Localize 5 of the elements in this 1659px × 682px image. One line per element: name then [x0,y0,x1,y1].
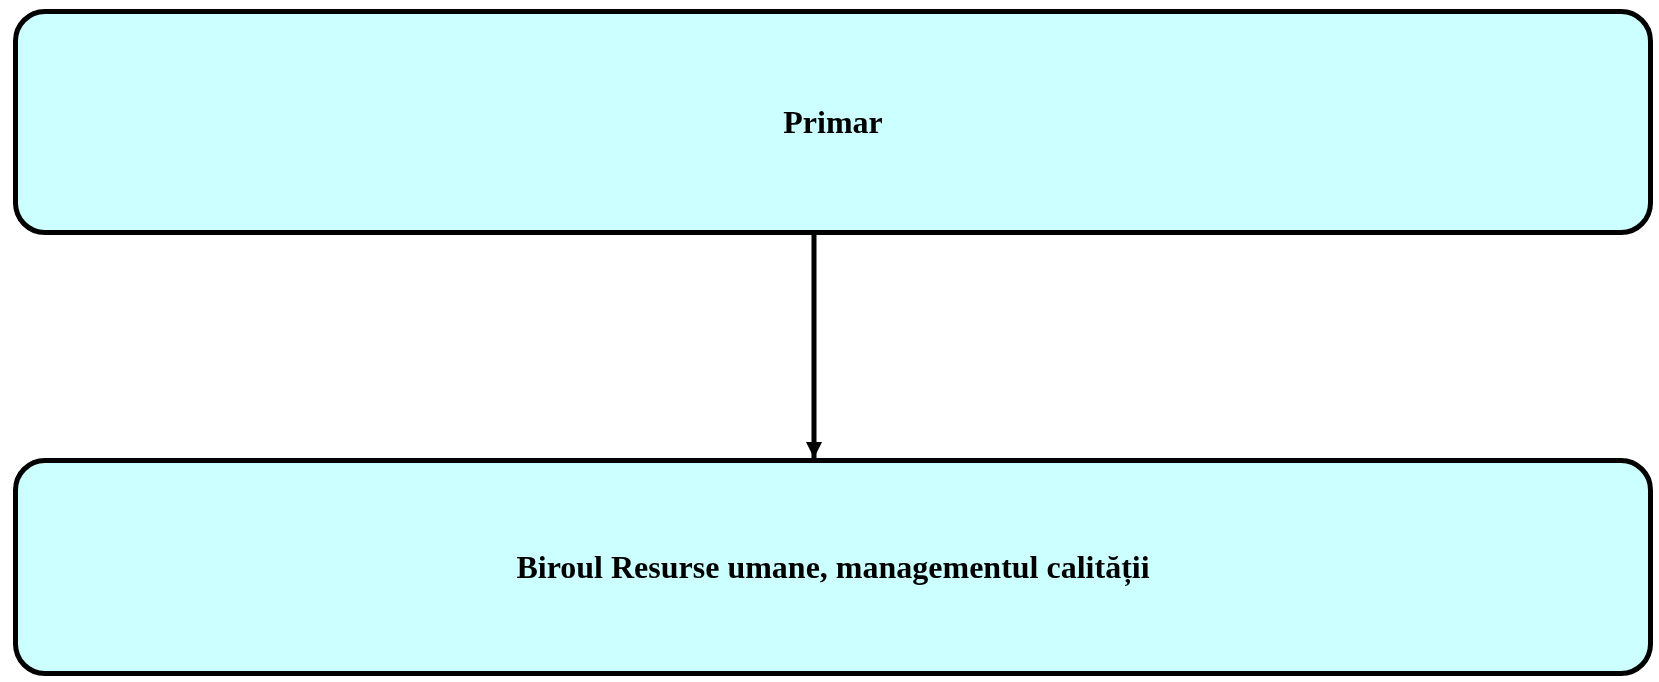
box-label: Biroul Resurse umane, managementul calității [516,548,1150,588]
process-box [13,458,1653,676]
arrow [806,235,822,458]
box-label: Primar [783,103,883,142]
process-box [13,9,1653,235]
